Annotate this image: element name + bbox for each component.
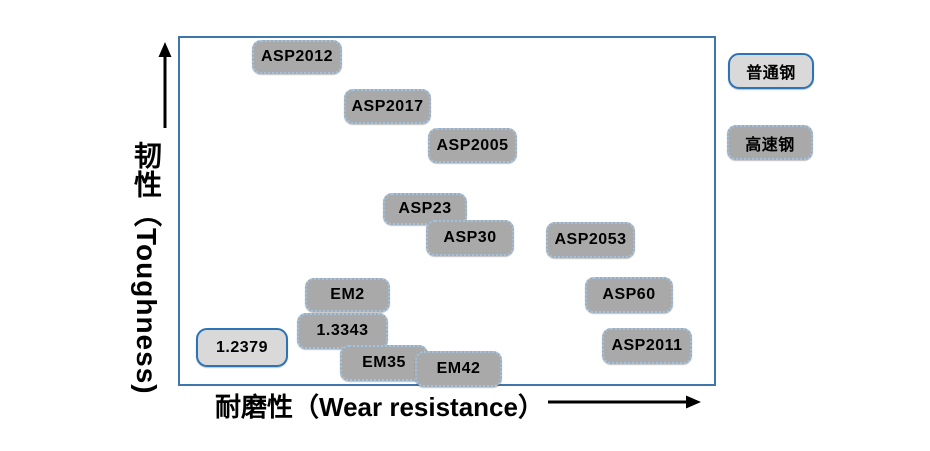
steel-box-asp23: ASP23 (383, 193, 467, 225)
steel-box-label: ASP2012 (261, 48, 333, 65)
steel-box-label: ASP60 (602, 286, 656, 303)
steel-box-em35: EM35 (340, 345, 428, 381)
steel-box-label: ASP2017 (351, 97, 424, 115)
steel-box-label: ASP2053 (554, 231, 627, 248)
steel-box-label: 1.2379 (216, 338, 268, 356)
steel-box-asp30: ASP30 (426, 220, 514, 256)
steel-box-label: EM2 (330, 286, 365, 303)
steel-box-label: EM42 (436, 360, 481, 377)
steel-box-asp2017: ASP2017 (344, 89, 431, 124)
steel-box-asp60: ASP60 (585, 277, 673, 313)
steel-box-asp2053: ASP2053 (546, 222, 635, 258)
y-axis-arrow-icon (158, 42, 172, 128)
legend-item-高速钢: 高速钢 (727, 125, 813, 160)
x-axis-label: 耐磨性（Wear resistance） (215, 392, 544, 422)
steel-box-label: EM35 (362, 354, 406, 371)
steel-box-1-2379: 1.2379 (196, 328, 288, 367)
steel-box-1-3343: 1.3343 (297, 313, 388, 349)
steel-box-asp2011: ASP2011 (602, 328, 692, 364)
legend-item-label: 高速钢 (745, 136, 795, 154)
x-axis-arrow-icon (548, 395, 701, 409)
steel-box-label: ASP23 (398, 200, 452, 217)
steel-box-label: 1.3343 (316, 322, 369, 339)
steel-box-em42: EM42 (415, 351, 502, 387)
y-axis-label: 韧性（Toughness) (131, 141, 162, 395)
legend-item-label: 普通钢 (746, 65, 796, 82)
steel-box-label: ASP30 (443, 229, 497, 246)
legend-item-普通钢: 普通钢 (728, 53, 814, 89)
steel-box-asp2005: ASP2005 (428, 128, 517, 163)
steel-box-label: ASP2011 (611, 337, 683, 354)
steel-box-em2: EM2 (305, 278, 390, 312)
steel-box-label: ASP2005 (436, 136, 509, 154)
steel-box-asp2012: ASP2012 (252, 40, 342, 74)
